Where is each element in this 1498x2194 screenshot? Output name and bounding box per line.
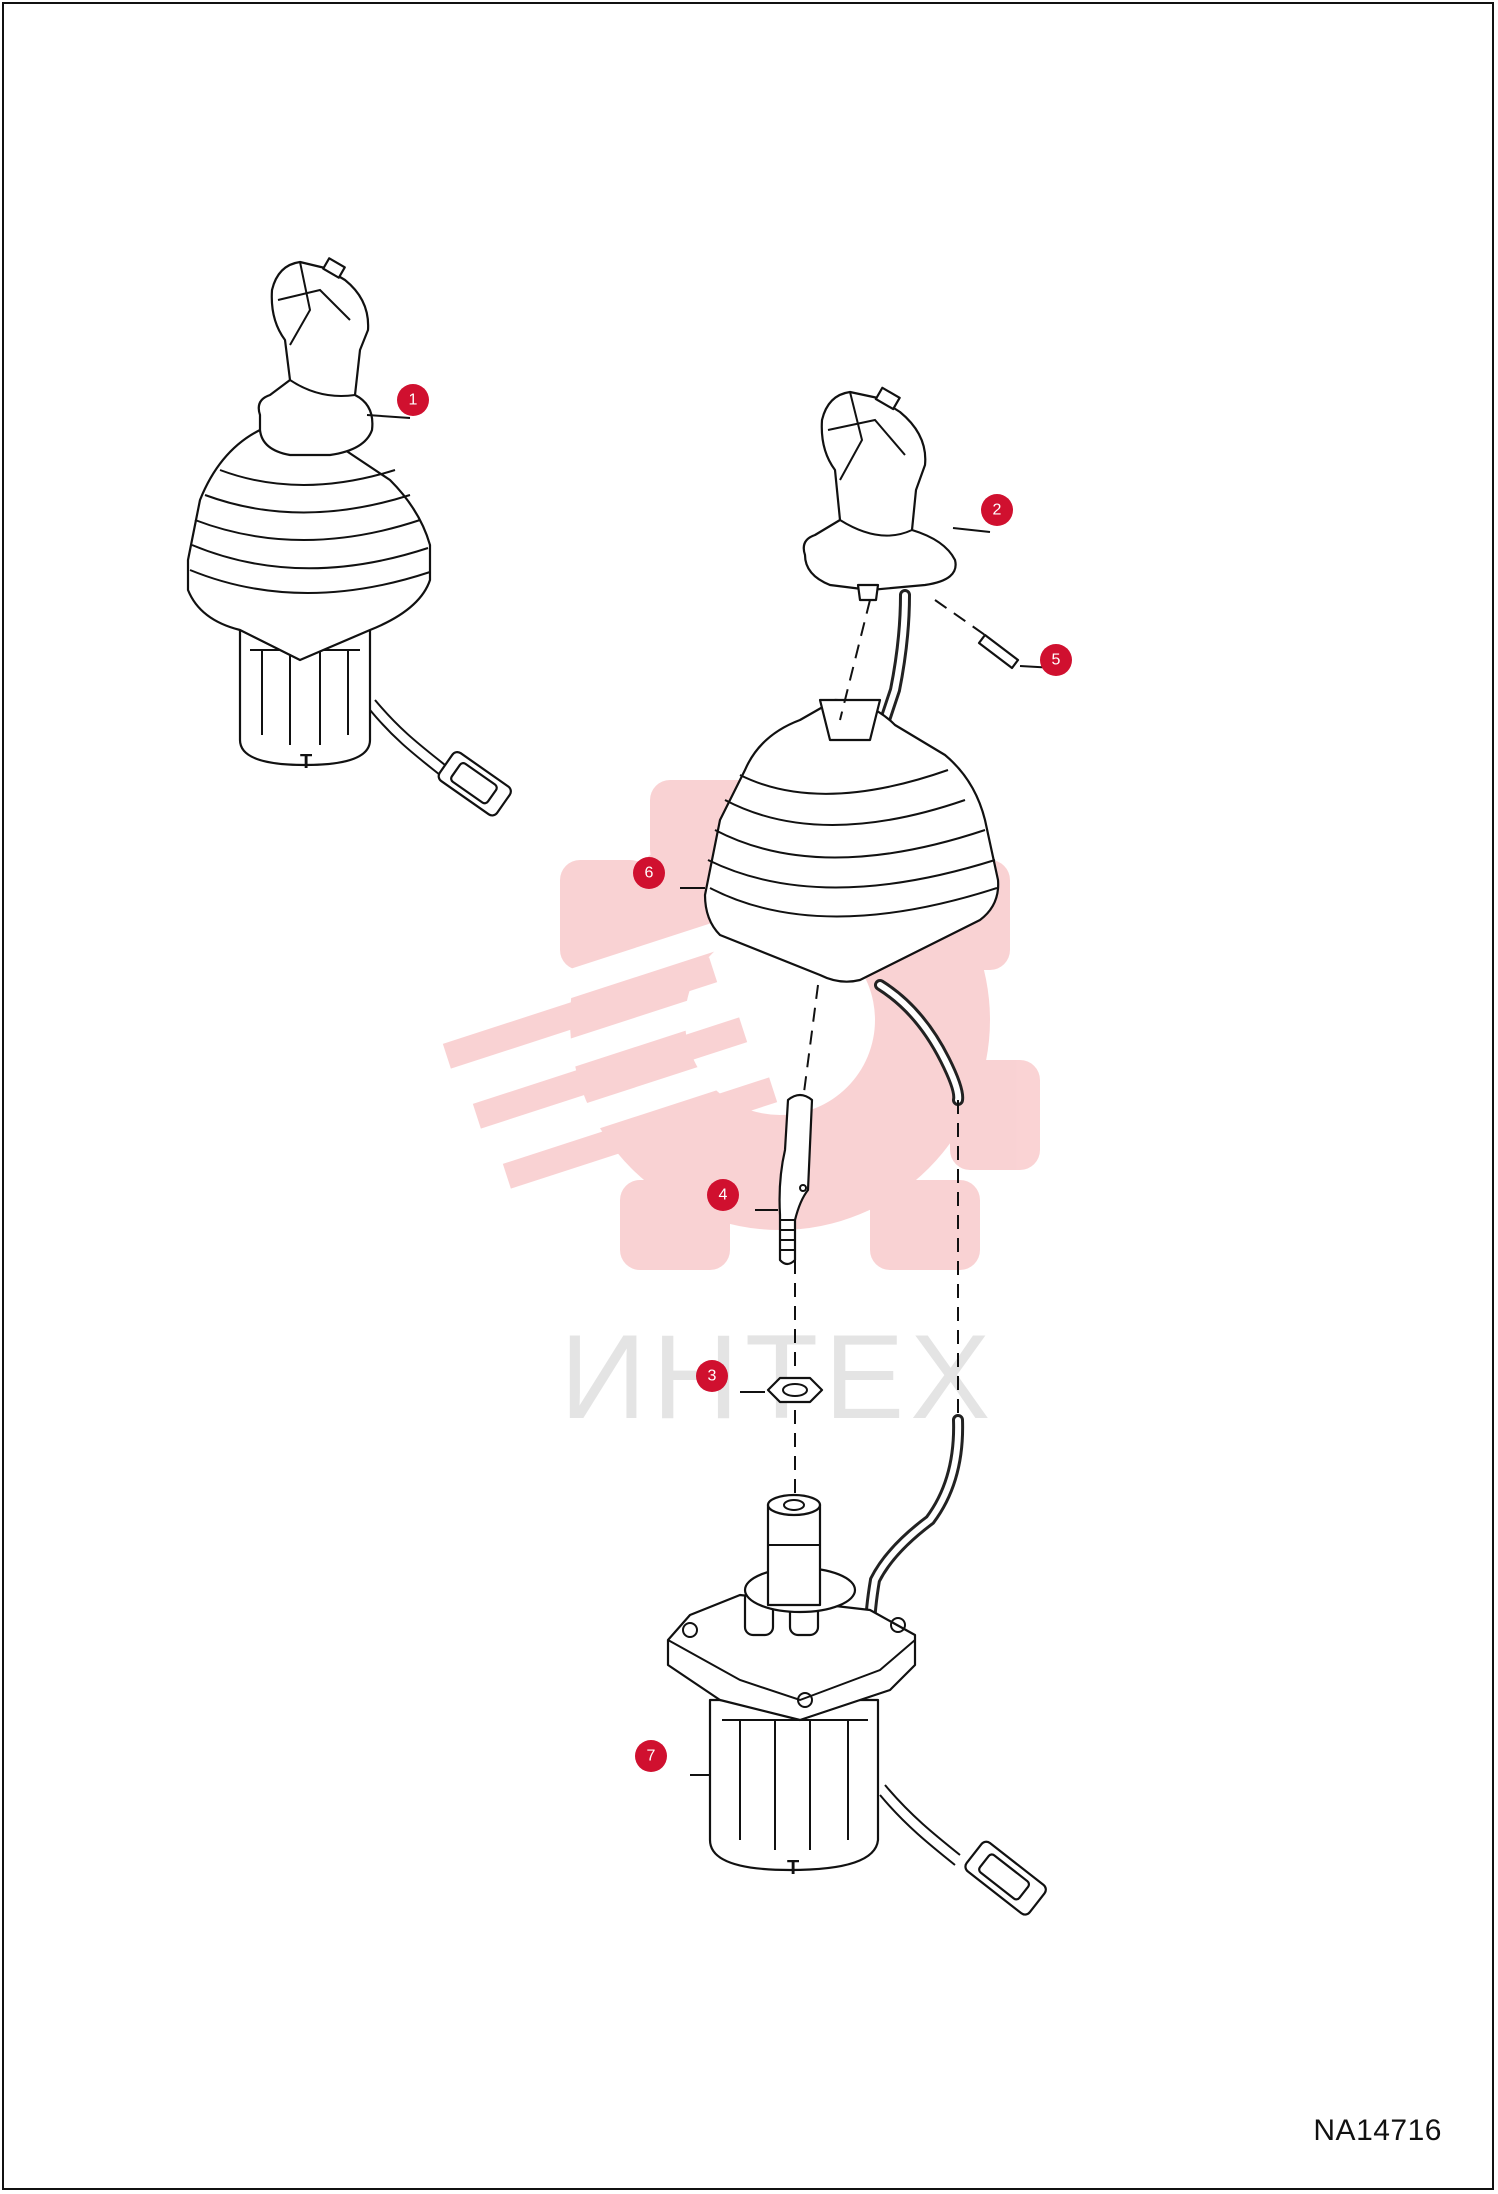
joystick-assembly-illustration: T xyxy=(186,257,512,817)
callout-2-label: 2 xyxy=(993,502,1002,519)
callout-4[interactable]: 4 xyxy=(707,1179,739,1211)
callout-4-label: 4 xyxy=(719,1187,728,1204)
svg-text:T: T xyxy=(300,751,312,773)
nut-illustration xyxy=(740,1376,824,1404)
callout-6[interactable]: 6 xyxy=(633,857,665,889)
pin-illustration xyxy=(934,599,1056,670)
boot-illustration xyxy=(680,698,1000,983)
handle-illustration xyxy=(802,386,991,602)
callout-3-label: 3 xyxy=(708,1368,717,1385)
callout-5[interactable]: 5 xyxy=(1040,644,1072,676)
callout-5-label: 5 xyxy=(1052,652,1061,669)
callout-7[interactable]: 7 xyxy=(635,1740,667,1772)
callout-2[interactable]: 2 xyxy=(981,494,1013,526)
base-valve-illustration: T xyxy=(666,1493,1047,1916)
callout-1-label: 1 xyxy=(409,392,418,409)
svg-text:T: T xyxy=(787,1857,799,1879)
watermark-text: ИНТЕХ xyxy=(560,1310,996,1444)
callout-6-label: 6 xyxy=(645,865,654,882)
callout-1[interactable]: 1 xyxy=(397,384,429,416)
callout-3[interactable]: 3 xyxy=(696,1360,728,1392)
drawing-code: NA14716 xyxy=(1313,2114,1442,2147)
shaft-illustration xyxy=(755,1093,814,1266)
callout-7-label: 7 xyxy=(647,1748,656,1765)
